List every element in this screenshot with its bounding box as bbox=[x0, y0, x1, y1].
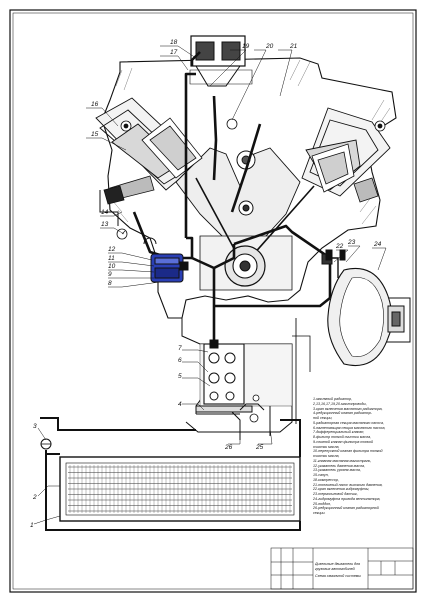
callout-2: 2 bbox=[32, 494, 37, 501]
callout-6: 6 bbox=[178, 357, 182, 364]
callout-labels: 18 17 19 20 21 16 15 14 13 12 11 10 9 8 … bbox=[30, 39, 382, 529]
callout-8: 8 bbox=[108, 280, 112, 287]
legend: 1-масляный радиатор,2,13,16,17,19,20-мас… bbox=[313, 397, 413, 516]
callout-23: 23 bbox=[347, 239, 356, 246]
callout-16: 16 bbox=[91, 101, 99, 108]
cooler-piping bbox=[40, 417, 301, 531]
legend-line: 24-гидромуфта привода вентилятора, bbox=[313, 496, 381, 501]
cooler-valve-3 bbox=[40, 438, 52, 450]
title-caption-3: Схема смазочной системы bbox=[315, 574, 361, 578]
callout-13: 13 bbox=[101, 221, 109, 228]
drawing-frame bbox=[9, 9, 417, 593]
oil-cooler-fins bbox=[68, 465, 292, 513]
legend-line: 22-кран включения гидромуфты, bbox=[313, 487, 370, 492]
legend-line: 25-поддон, bbox=[313, 501, 332, 506]
title-caption-1: Дизельные двигатели для bbox=[315, 562, 360, 566]
legend-line: 18-компрессор, bbox=[313, 477, 339, 482]
fan-hydro-coupling bbox=[321, 253, 411, 366]
legend-line: 8-фильтр тонкой очистки масла, bbox=[313, 435, 372, 439]
compressor bbox=[189, 35, 253, 87]
title-caption-2: грузовых автомобилей bbox=[315, 567, 355, 571]
legend-line: 6-нагнетающая секция масляного насоса, bbox=[313, 425, 386, 430]
legend-line: 7-дифференциальный клапан, bbox=[313, 430, 365, 435]
callout-25: 25 bbox=[255, 444, 264, 451]
title-block bbox=[270, 547, 414, 590]
callout-7: 7 bbox=[178, 345, 182, 352]
callout-11: 11 bbox=[108, 255, 115, 262]
callout-14: 14 bbox=[101, 209, 109, 216]
legend-line: 4-редукционный клапан радиатор- bbox=[313, 411, 373, 416]
legend-line: 3-кран включения масляного радиатора, bbox=[313, 406, 383, 411]
left-cylinder-bank bbox=[103, 117, 203, 205]
callout-9: 9 bbox=[108, 271, 112, 278]
legend-line: 11-главная масляная магистраль, bbox=[313, 458, 372, 463]
legend-line: 21-топливный насос высокого давления, bbox=[313, 482, 383, 487]
legend-line: 9-сливной клапан фильтра тонкой bbox=[313, 439, 373, 444]
callout-19: 19 bbox=[242, 43, 250, 50]
oil-pump bbox=[195, 339, 265, 413]
legend-line: 10-перепускной клапан фильтра тонкой bbox=[313, 449, 383, 454]
callout-22: 22 bbox=[335, 243, 344, 250]
callout-21: 21 bbox=[289, 43, 298, 50]
legend-line: 2,13,16,17,19,20-маслопроводы, bbox=[313, 401, 367, 406]
callout-4: 4 bbox=[178, 401, 182, 408]
legend-line: 26-редукционный клапан радиаторной bbox=[313, 506, 379, 511]
legend-line: очистки масла, bbox=[313, 444, 340, 449]
callout-24: 24 bbox=[373, 241, 382, 248]
oil-lines bbox=[132, 51, 332, 398]
oil-sump bbox=[181, 318, 311, 433]
legend-line: 15-сапун, bbox=[313, 473, 329, 477]
connecting-rods bbox=[195, 177, 315, 257]
oil-cooler bbox=[59, 456, 301, 522]
callout-10: 10 bbox=[108, 263, 116, 270]
callout-5: 5 bbox=[178, 373, 182, 380]
callout-17: 17 bbox=[170, 49, 178, 56]
legend-line: секции. bbox=[313, 511, 326, 515]
callout-26: 26 bbox=[224, 444, 233, 451]
legend-line: 5-радиаторная секция масляного насоса, bbox=[313, 420, 384, 425]
legend-line: 1-масляный радиатор, bbox=[313, 397, 352, 401]
legend-line: 12-указатель давления масла, bbox=[313, 463, 365, 468]
oil-filter-assembly bbox=[116, 228, 189, 283]
callout-18: 18 bbox=[170, 39, 178, 46]
legend-line: ной секции, bbox=[313, 416, 333, 420]
callout-1: 1 bbox=[30, 522, 34, 529]
callout-12: 12 bbox=[108, 246, 116, 253]
callout-15: 15 bbox=[91, 131, 99, 138]
legend-line: 23-термосиловой датчик, bbox=[313, 492, 358, 496]
right-cylinder-bank bbox=[311, 120, 386, 203]
callout-20: 20 bbox=[265, 43, 274, 50]
callout-leaders bbox=[33, 45, 387, 525]
legend-line: очистки масла, bbox=[313, 454, 340, 458]
legend-line: 13-указатель уровня масла, bbox=[313, 468, 361, 473]
callout-3: 3 bbox=[33, 423, 37, 430]
